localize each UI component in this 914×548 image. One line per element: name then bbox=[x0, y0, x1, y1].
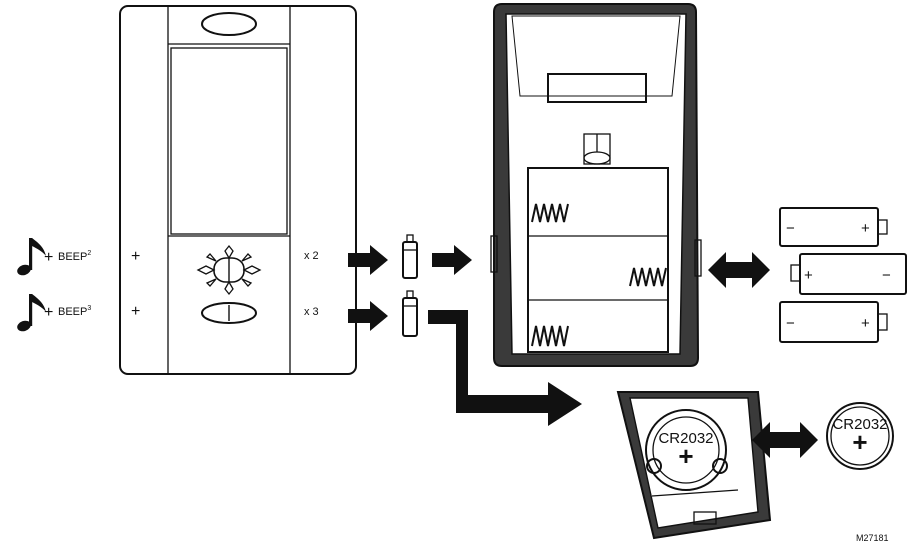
battery-compartment bbox=[527, 167, 669, 353]
aa-cell-bottom: − + bbox=[779, 301, 888, 343]
top-button bbox=[201, 12, 257, 36]
minus-sign: − bbox=[786, 220, 795, 237]
terminal-slot bbox=[547, 73, 647, 103]
figure-code: M27181 bbox=[856, 533, 889, 543]
plus-sign: + bbox=[44, 304, 53, 321]
coin-cell-plus: + bbox=[678, 441, 693, 471]
spring-contact bbox=[531, 325, 569, 347]
plus-sign: + bbox=[861, 220, 870, 237]
aa-cell-top: − + bbox=[779, 207, 888, 247]
holder-tab bbox=[693, 511, 717, 525]
minus-sign: − bbox=[786, 315, 795, 332]
beep-label: BEEP3 bbox=[58, 305, 91, 318]
plus-sign: + bbox=[131, 248, 140, 265]
retaining-clip bbox=[712, 458, 728, 474]
holder-rib bbox=[651, 489, 739, 497]
music-note-icon bbox=[17, 238, 46, 276]
retaining-clip bbox=[646, 458, 662, 474]
coin-cell-inner-ring bbox=[652, 416, 720, 484]
coin-cell-plus: + bbox=[852, 427, 867, 457]
coin-cell-icon bbox=[826, 402, 894, 470]
arrow-right-icon bbox=[432, 245, 472, 275]
double-arrow-icon bbox=[708, 252, 770, 288]
arrow-right-icon bbox=[348, 245, 388, 275]
aa-battery-icon bbox=[402, 290, 418, 337]
coin-cell-label: CR2032 bbox=[832, 416, 887, 433]
thermostat-body bbox=[119, 5, 357, 375]
double-arrow-icon bbox=[752, 422, 818, 458]
aa-cell-middle: + − bbox=[790, 253, 907, 295]
side-latch bbox=[694, 239, 702, 277]
coin-cell-holder: CR2032 + bbox=[616, 391, 772, 540]
instruction-row-2: + BEEP3 + x 3 bbox=[17, 294, 319, 332]
minus-sign: − bbox=[882, 267, 891, 284]
plus-sign: + bbox=[861, 315, 870, 332]
back-upper-recess bbox=[511, 15, 681, 97]
spring-contact bbox=[531, 203, 569, 223]
beep-label: BEEP2 bbox=[58, 250, 91, 263]
adjust-button bbox=[196, 244, 262, 296]
thermostat-back bbox=[490, 3, 702, 367]
music-note-icon bbox=[17, 294, 46, 332]
display-window bbox=[170, 47, 288, 235]
thermostat-front bbox=[119, 5, 357, 375]
loose-coin-cell: CR2032 + bbox=[826, 402, 894, 470]
coin-cell-label: CR2032 bbox=[658, 430, 713, 447]
plus-sign: + bbox=[44, 249, 53, 266]
spring-contact bbox=[629, 267, 667, 287]
plus-sign: + bbox=[131, 303, 140, 320]
side-latch bbox=[490, 235, 498, 273]
bottom-button bbox=[201, 302, 257, 324]
arrow-right-icon bbox=[348, 301, 388, 331]
aa-battery-icon bbox=[402, 234, 418, 279]
press-count: x 2 bbox=[304, 250, 319, 262]
coin-cell-icon bbox=[645, 409, 727, 491]
plus-sign: + bbox=[804, 267, 813, 284]
press-count: x 3 bbox=[304, 306, 319, 318]
arrow-right-icon bbox=[428, 310, 582, 426]
instruction-row-1: + BEEP2 + x 2 bbox=[17, 238, 319, 276]
